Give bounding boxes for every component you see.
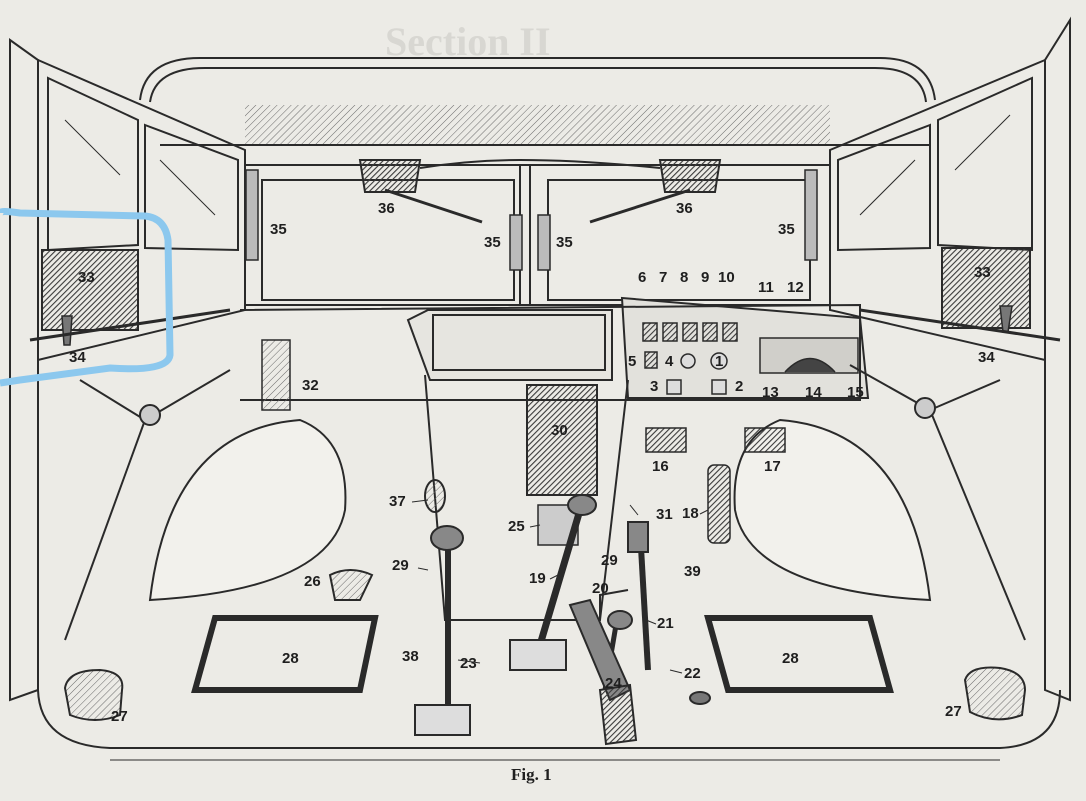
instrument-panel [620,296,870,399]
callout-28-right: 28 [782,650,799,667]
wiper-motor-right [589,159,722,224]
left-floor-plate [191,615,379,693]
callout-17: 17 [764,458,781,475]
levers [414,479,711,746]
hand-grip [328,569,374,601]
left-door-handle [61,315,73,346]
leader-lines [411,499,709,674]
brake-pedal [744,427,786,453]
highlight-annotation [0,208,174,387]
figure-caption: Fig. 1 [511,765,552,784]
callout-16: 16 [652,458,669,475]
callout-5: 5 [628,353,636,370]
callout-8: 8 [680,269,688,286]
callout-13: 13 [762,384,779,401]
door-braces [64,364,1026,641]
callout-14: 14 [805,384,822,401]
callout-25: 25 [508,518,525,535]
callout-labels: 1 2 3 4 5 6 7 8 9 10 11 12 13 14 15 16 1… [69,200,995,725]
right-door [829,16,1071,702]
callout-10: 10 [718,269,735,286]
callout-32: 32 [302,377,319,394]
floor [37,689,1061,761]
bleed-heading: Section II [385,19,551,64]
access-door [526,384,598,496]
wiper-motor-left [358,159,483,224]
callout-21: 21 [657,615,674,632]
callout-35-left: 35 [270,221,287,238]
callout-39: 39 [684,563,701,580]
callout-9: 9 [701,269,709,286]
callout-29-left: 29 [392,557,409,574]
left-door-panel [41,249,139,331]
callout-18: 18 [682,505,699,522]
callout-27-right: 27 [945,703,962,720]
callout-35-center-right: 35 [556,234,573,251]
callout-37: 37 [389,493,406,510]
wiper-linkage [419,158,661,169]
callout-12: 12 [787,279,804,296]
callout-22: 22 [684,665,701,682]
windshield-clamps [245,169,818,271]
callout-35-center-left: 35 [484,234,501,251]
callout-38: 38 [402,648,419,665]
callout-33-right: 33 [974,264,991,281]
instrument-switches [642,322,738,395]
callout-2: 2 [735,378,743,395]
dashboard [239,303,861,401]
clutch-pedal [645,427,687,453]
callout-36-right: 36 [676,200,693,217]
right-floor-plate [704,615,894,693]
callout-26: 26 [304,573,321,590]
right-door-sill [859,308,1061,342]
accelerator-pedal [707,464,731,544]
engine-cover [406,309,629,621]
callout-6: 6 [638,269,646,286]
left-vent [261,339,291,411]
callout-3: 3 [650,378,658,395]
left-door-sill [29,308,231,342]
right-door-panel [941,247,1031,329]
callout-34-left: 34 [69,349,86,366]
left-wheel-well [148,418,347,602]
roof [139,57,936,146]
callout-35-right: 35 [778,221,795,238]
left-foot-rest [63,668,124,721]
callout-1: 1 [715,353,723,370]
callout-33-left: 33 [78,269,95,286]
callout-11: 11 [758,279,774,296]
callout-30: 30 [551,422,568,439]
callout-23: 23 [460,655,477,672]
callout-36-left: 36 [378,200,395,217]
callout-15: 15 [847,384,864,401]
right-foot-rest [963,666,1027,721]
callout-31: 31 [656,506,673,523]
callout-24: 24 [605,675,622,692]
callout-29-right: 29 [601,552,618,569]
callout-7: 7 [659,269,667,286]
callout-20: 20 [592,580,609,597]
callout-28-left: 28 [282,650,299,667]
callout-19: 19 [529,570,546,587]
callout-34-right: 34 [978,349,995,366]
callout-27-left: 27 [111,708,128,725]
callout-4: 4 [665,353,674,370]
speedometer [784,357,836,373]
